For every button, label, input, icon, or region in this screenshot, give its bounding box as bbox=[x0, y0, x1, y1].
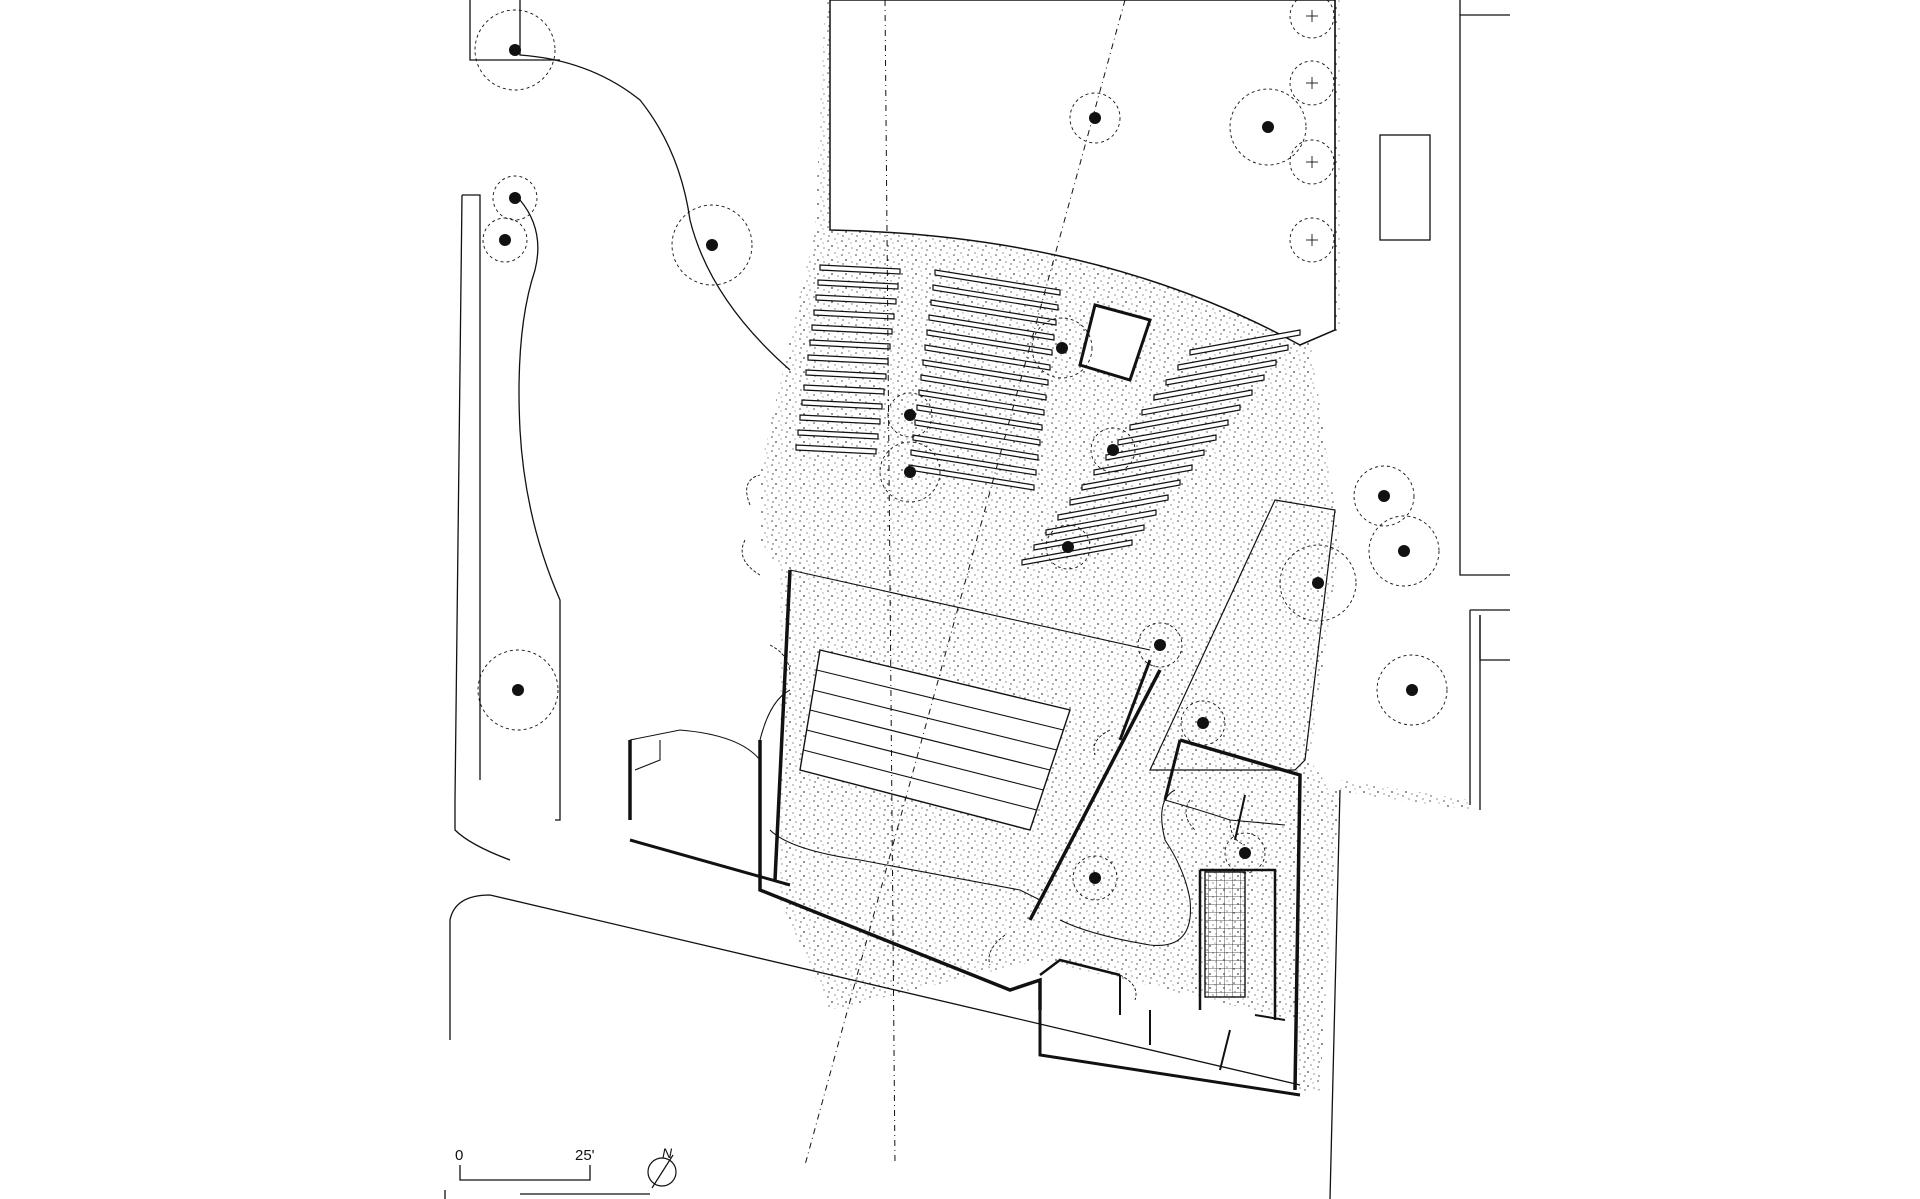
north-arrow-label: N bbox=[662, 1145, 673, 1161]
amphitheater-seating bbox=[795, 264, 1301, 566]
seating-row bbox=[1033, 524, 1145, 551]
tree bbox=[1279, 544, 1357, 622]
seating-row bbox=[1045, 509, 1157, 536]
tree bbox=[1069, 92, 1121, 144]
scale-end-label: 25' bbox=[575, 1147, 595, 1164]
seating-row bbox=[1129, 404, 1241, 431]
tree bbox=[671, 204, 753, 286]
west-street-curbs bbox=[454, 0, 561, 861]
seating-row bbox=[811, 324, 893, 335]
tree-planned bbox=[1289, 0, 1335, 39]
seating-row bbox=[809, 339, 891, 350]
seating-row bbox=[1189, 329, 1301, 356]
seating-row bbox=[801, 399, 883, 410]
seating-row bbox=[916, 404, 1043, 431]
stage-stripe bbox=[809, 709, 1051, 771]
seating-row bbox=[910, 449, 1037, 476]
tree bbox=[1376, 654, 1448, 726]
seating-row bbox=[930, 299, 1057, 326]
seating-row bbox=[819, 264, 901, 275]
seating-row bbox=[817, 279, 899, 290]
tree-planned bbox=[1289, 60, 1335, 106]
east-street-edges bbox=[1329, 0, 1510, 1199]
tree bbox=[474, 9, 556, 91]
seating-row bbox=[934, 269, 1061, 296]
seating-row bbox=[928, 314, 1055, 341]
tree bbox=[477, 649, 559, 731]
seating-row bbox=[924, 344, 1051, 371]
seating-row bbox=[1069, 479, 1181, 506]
scale-bar: 0 25' bbox=[455, 1147, 650, 1195]
stage-stripe bbox=[803, 749, 1037, 811]
seating-row bbox=[914, 419, 1041, 446]
tree bbox=[1090, 427, 1136, 473]
stage-stripe bbox=[813, 689, 1057, 751]
stage bbox=[799, 649, 1071, 831]
tree bbox=[1045, 524, 1091, 570]
tree bbox=[1180, 700, 1226, 746]
seating-row bbox=[1165, 359, 1277, 386]
lawn-east bbox=[1149, 499, 1336, 771]
seating-row bbox=[813, 309, 895, 320]
seating-row bbox=[1177, 344, 1289, 371]
seating-row bbox=[926, 329, 1053, 356]
building-thin-lines bbox=[629, 569, 1286, 946]
seating-row bbox=[922, 359, 1049, 386]
trees bbox=[474, 0, 1448, 901]
stage-stripe bbox=[816, 669, 1064, 731]
tree-planned bbox=[1289, 139, 1335, 185]
axis-lines bbox=[804, 0, 1126, 1166]
tree bbox=[1031, 317, 1093, 379]
tree bbox=[1224, 832, 1266, 874]
tree-planned bbox=[1289, 217, 1335, 263]
seating-row bbox=[1153, 374, 1265, 401]
tree bbox=[1229, 88, 1307, 166]
seating-row bbox=[920, 374, 1047, 401]
seating-row bbox=[799, 414, 881, 425]
tree bbox=[1072, 855, 1118, 901]
tree bbox=[1353, 465, 1415, 527]
seating-row bbox=[795, 444, 877, 455]
seating-row bbox=[1057, 494, 1169, 521]
seating-row bbox=[1105, 434, 1217, 461]
building-walls bbox=[628, 569, 1302, 1097]
seating-row bbox=[805, 369, 887, 380]
seating-row bbox=[797, 429, 879, 440]
tree bbox=[482, 217, 528, 263]
seating-row bbox=[803, 384, 885, 395]
scale-start-label: 0 bbox=[455, 1147, 463, 1164]
restroom-tile-area bbox=[1204, 871, 1246, 998]
garden-path bbox=[518, 0, 791, 630]
stage-stripe bbox=[806, 729, 1044, 791]
seating-row bbox=[1117, 419, 1229, 446]
tree bbox=[1368, 515, 1440, 587]
tree bbox=[1137, 622, 1183, 668]
tree bbox=[492, 175, 538, 221]
tree bbox=[887, 392, 933, 438]
seating-row bbox=[1081, 464, 1193, 491]
seating-row bbox=[815, 294, 897, 305]
seating-row bbox=[1141, 389, 1253, 416]
tree bbox=[879, 441, 941, 503]
south-street bbox=[444, 894, 1301, 1199]
parked-rectangle bbox=[1379, 134, 1431, 241]
door-swings bbox=[741, 474, 1246, 1001]
seating-row bbox=[912, 434, 1039, 461]
kiosk bbox=[1078, 303, 1152, 382]
north-arrow: N bbox=[647, 1145, 677, 1189]
seating-row bbox=[932, 284, 1059, 311]
